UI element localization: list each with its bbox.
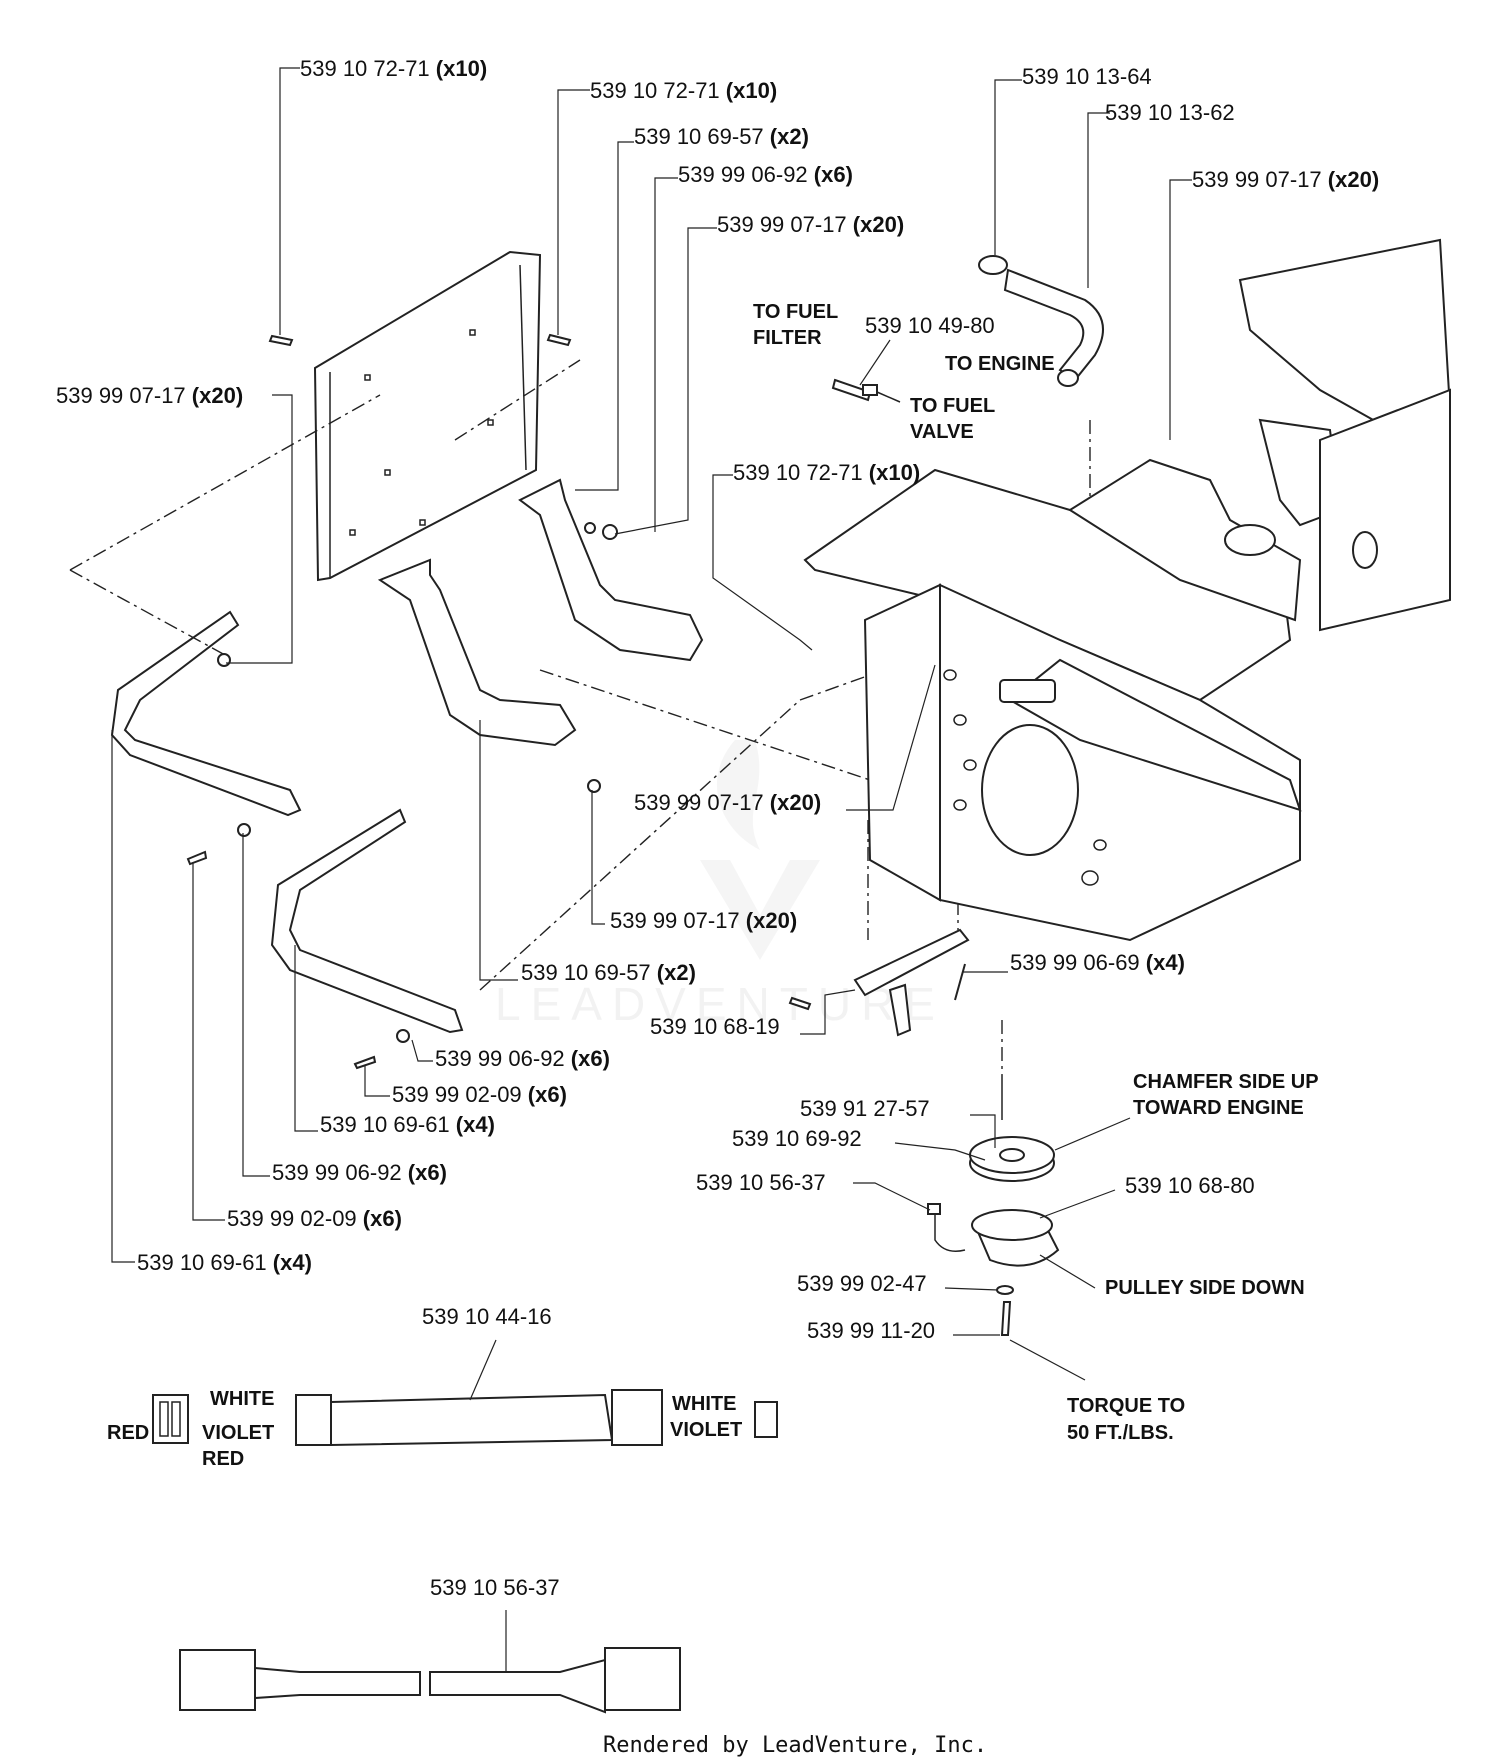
note-text: TO ENGINE — [945, 353, 1055, 375]
leader-lines — [111, 67, 1192, 1672]
callout-label: 539 91 27-57 — [800, 1096, 930, 1121]
callout-label: 539 99 02-09 (x6) — [227, 1206, 402, 1231]
callout-label: 539 10 44-16 — [422, 1304, 552, 1329]
mount-bracket-68-19 — [853, 928, 970, 1037]
fuel-line — [831, 255, 1104, 403]
chassis-frame — [803, 238, 1452, 942]
wire-label: WHITE — [210, 1388, 274, 1410]
note-text: TO FUEL — [910, 395, 995, 417]
wire-label: VIOLET — [670, 1419, 742, 1441]
callout-label: 539 10 72-71 (x10) — [590, 78, 777, 103]
harness-44-16 — [152, 1389, 778, 1447]
note-text: TO FUEL — [753, 301, 838, 323]
callout-label: 539 10 69-61 (x4) — [137, 1250, 312, 1275]
callout-label: 539 99 06-69 (x4) — [1010, 950, 1185, 975]
callout-label: 539 10 68-19 — [650, 1014, 780, 1039]
note-text: FILTER — [753, 327, 822, 349]
wire-label: VIOLET — [202, 1422, 274, 1444]
callout-label: 539 99 06-92 (x6) — [272, 1160, 447, 1185]
callout-label: 539 10 69-61 (x4) — [320, 1112, 495, 1137]
callout-label: 539 99 02-47 — [797, 1271, 927, 1296]
wire-label: RED — [107, 1422, 149, 1444]
seat-plate — [313, 250, 542, 582]
callout-label: 539 99 06-92 (x6) — [435, 1046, 610, 1071]
callout-label: 539 10 56-37 — [430, 1575, 560, 1600]
callout-label: 539 99 11-20 — [807, 1318, 935, 1343]
callout-label: 539 10 49-80 — [865, 313, 995, 338]
note-text: TOWARD ENGINE — [1133, 1097, 1304, 1119]
callout-label: 539 10 13-64 — [1022, 64, 1152, 89]
footer-credit: Rendered by LeadVenture, Inc. — [603, 1733, 987, 1758]
callout-label: 539 99 07-17 (x20) — [1192, 167, 1379, 192]
note-text: TORQUE TO — [1067, 1395, 1185, 1417]
callout-label: 539 99 07-17 (x20) — [717, 212, 904, 237]
note-text: CHAMFER SIDE UP — [1133, 1071, 1319, 1093]
callout-label: 539 10 56-37 — [696, 1170, 826, 1195]
frame-bar-left — [110, 610, 464, 1034]
callout-label: 539 10 72-71 (x10) — [733, 460, 920, 485]
callout-label: 539 10 69-57 (x2) — [521, 960, 696, 985]
callout-label: 539 10 69-57 (x2) — [634, 124, 809, 149]
callout-label: 539 10 13-62 — [1105, 100, 1235, 125]
callout-label: 539 99 07-17 (x20) — [56, 383, 243, 408]
bolt-hardware — [186, 333, 966, 1070]
callout-label: 539 99 07-17 (x20) — [634, 790, 821, 815]
callout-label: 539 10 68-80 — [1125, 1173, 1255, 1198]
harness-56-37 — [179, 1647, 681, 1714]
note-text: PULLEY SIDE DOWN — [1105, 1277, 1305, 1299]
callout-label: 539 99 07-17 (x20) — [610, 908, 797, 933]
bracket-upper — [377, 478, 704, 747]
callout-label: 539 99 02-09 (x6) — [392, 1082, 567, 1107]
callout-label: 539 10 72-71 (x10) — [300, 56, 487, 81]
wire-label: RED — [202, 1448, 244, 1470]
notes: TO FUEL FILTER TO ENGINE TO FUEL VALVE C… — [753, 301, 1319, 1444]
clutch-assembly — [927, 1075, 1060, 1336]
callouts: 539 10 72-71 (x10) 539 10 72-71 (x10) 53… — [56, 56, 1379, 1600]
note-text: VALVE — [910, 421, 974, 443]
wire-label: WHITE — [672, 1393, 736, 1415]
note-text: 50 FT./LBS. — [1067, 1422, 1174, 1444]
callout-label: 539 10 69-92 — [732, 1126, 862, 1151]
callout-label: 539 99 06-92 (x6) — [678, 162, 853, 187]
wire-labels: WHITE VIOLET RED RED WHITE VIOLET — [107, 1388, 742, 1470]
